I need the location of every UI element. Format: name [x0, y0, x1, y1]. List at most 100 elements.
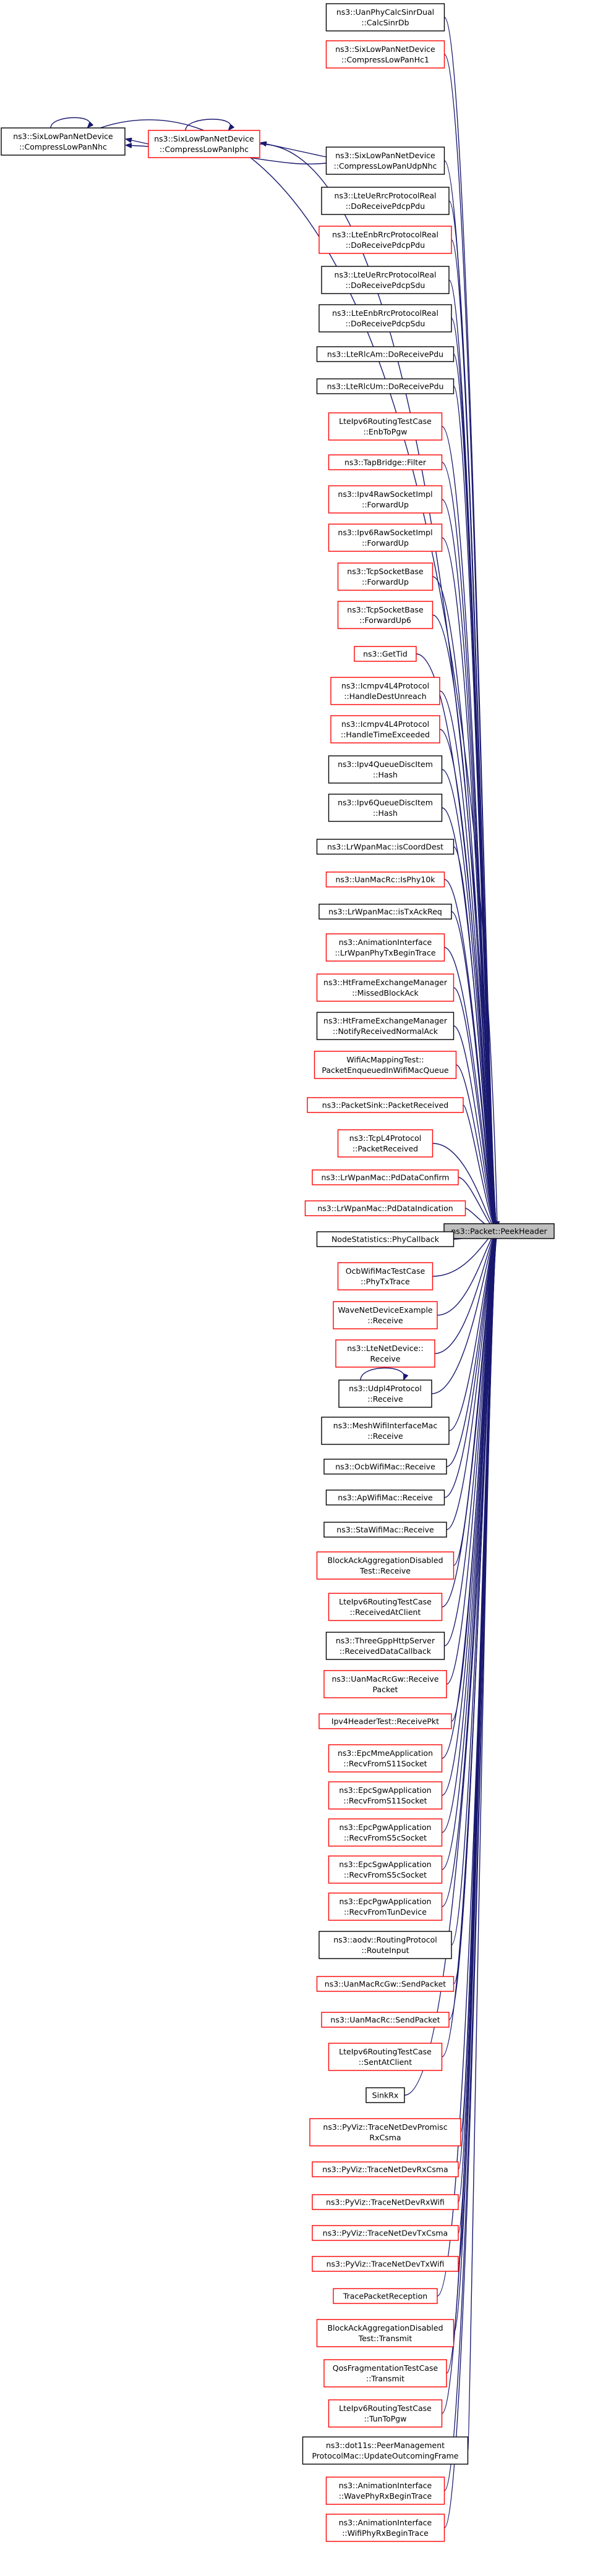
caller-node-61[interactable]: ns3::PyViz::TraceNetDevTxWifi: [312, 2256, 459, 2272]
caller-node-64[interactable]: QosFragmentationTestCase::Transmit: [323, 2359, 447, 2387]
node-label: ::DoReceivePdcpPdu: [346, 240, 425, 250]
node-box: [312, 2194, 459, 2210]
node-label: ns3::aodv::RoutingProtocol: [333, 1935, 437, 1944]
caller-node-5[interactable]: ns3::LteUeRrcProtocolReal::DoReceivePdcp…: [321, 187, 450, 215]
caller-node-59[interactable]: ns3::PyViz::TraceNetDevRxWifi: [312, 2194, 459, 2210]
caller-node-19[interactable]: ns3::Icmpv4L4Protocol::HandleTimeExceede…: [330, 715, 440, 744]
caller-node-67[interactable]: ns3::AnimationInterface::WavePhyRxBeginT…: [325, 2476, 445, 2505]
node-box: [318, 1931, 452, 1959]
caller-node-62[interactable]: TracePacketReception: [333, 2288, 438, 2304]
caller-node-49[interactable]: ns3::EpcPgwApplication::RecvFromS5cSocke…: [328, 1818, 443, 1847]
caller-node-34[interactable]: OcbWifiMacTestCase::PhyTxTrace: [337, 1262, 434, 1290]
node-box: [323, 1459, 447, 1475]
caller-node-4[interactable]: ns3::SixLowPanNetDevice::CompressLowPanU…: [325, 146, 445, 175]
caller-node-18[interactable]: ns3::Icmpv4L4Protocol::HandleDestUnreach: [330, 677, 440, 705]
caller-node-36[interactable]: ns3::LteNetDevice::Receive: [335, 1339, 435, 1368]
caller-node-22[interactable]: ns3::LrWpanMac::isCoordDest: [316, 839, 455, 855]
caller-node-43[interactable]: LteIpv6RoutingTestCase::ReceivedAtClient: [328, 1593, 443, 1621]
node-box: [312, 2225, 459, 2241]
caller-node-66[interactable]: ns3::dot11s::PeerManagementProtocolMac::…: [302, 2436, 469, 2465]
node-label: ns3::Packet::PeekHeader: [451, 1227, 547, 1236]
caller-node-11[interactable]: LteIpv6RoutingTestCase::EnbToPgw: [328, 412, 443, 441]
caller-node-1[interactable]: ns3::SixLowPanNetDevice::CompressLowPanH…: [325, 40, 445, 69]
caller-node-60[interactable]: ns3::PyViz::TraceNetDevTxCsma: [312, 2225, 459, 2241]
caller-node-30[interactable]: ns3::TcpL4Protocol::PacketReceived: [337, 1129, 434, 1158]
caller-node-13[interactable]: ns3::Ipv4RawSocketImpl::ForwardUp: [328, 485, 443, 514]
caller-node-17[interactable]: ns3::GetTid: [354, 646, 417, 662]
node-box: [328, 1855, 443, 1884]
caller-node-65[interactable]: LteIpv6RoutingTestCase::TunToPgw: [328, 2399, 443, 2428]
caller-node-6[interactable]: ns3::LteEnbRrcProtocolReal::DoReceivePdc…: [318, 226, 452, 254]
node-label: SinkRx: [372, 2091, 399, 2100]
caller-node-24[interactable]: ns3::LrWpanMac::isTxAckReq: [318, 904, 452, 920]
caller-node-54[interactable]: ns3::UanMacRc::SendPacket: [321, 2012, 450, 2028]
caller-node-48[interactable]: ns3::EpcSgwApplication::RecvFromS11Socke…: [328, 1781, 443, 1810]
caller-node-0[interactable]: ns3::UanPhyCalcSinrDual::CalcSinrDb: [325, 3, 445, 32]
caller-node-47[interactable]: ns3::EpcMmeApplication::RecvFromS11Socke…: [328, 1744, 443, 1773]
caller-node-27[interactable]: ns3::HtFrameExchangeManager::NotifyRecei…: [316, 1012, 455, 1040]
caller-node-37[interactable]: ns3::Udpl4Protocol::Receive: [338, 1379, 432, 1408]
caller-node-53[interactable]: ns3::UanMacRcGw::SendPacket: [316, 1976, 455, 1992]
caller-node-20[interactable]: ns3::Ipv4QueueDiscItem::Hash: [328, 755, 443, 784]
node-box: [316, 973, 455, 1002]
node-box: [323, 2359, 447, 2387]
caller-node-58[interactable]: ns3::PyViz::TraceNetDevRxCsma: [312, 2161, 459, 2177]
node-box: [333, 2288, 438, 2304]
caller-node-40[interactable]: ns3::ApWifiMac::Receive: [325, 1489, 445, 1506]
node-label: ns3::EpcSgwApplication: [339, 1860, 431, 1869]
caller-node-16[interactable]: ns3::TcpSocketBase::ForwardUp6: [337, 601, 434, 629]
caller-node-26[interactable]: ns3::HtFrameExchangeManager::MissedBlock…: [316, 973, 455, 1002]
caller-node-8[interactable]: ns3::LteEnbRrcProtocolReal::DoReceivePdc…: [318, 304, 452, 333]
caller-node-15[interactable]: ns3::TcpSocketBase::ForwardUp: [337, 562, 434, 591]
node-label: ns3::PyViz::TraceNetDevRxWifi: [326, 2198, 445, 2207]
node-label: ::HandleDestUnreach: [344, 692, 426, 701]
node-label: ns3::UanMacRcGw::SendPacket: [325, 1980, 446, 1989]
node-label: ns3::EpcMmeApplication: [338, 1748, 433, 1758]
node-label: ns3::EpcSgwApplication: [339, 1786, 431, 1795]
caller-node-3[interactable]: ns3::SixLowPanNetDevice::CompressLowPanI…: [148, 130, 260, 158]
caller-node-46[interactable]: Ipv4HeaderTest::ReceivePkt: [318, 1713, 452, 1729]
caller-node-33[interactable]: NodeStatistics::PhyCallback: [316, 1231, 455, 1247]
caller-node-12[interactable]: ns3::TapBridge::Filter: [328, 454, 443, 470]
caller-node-51[interactable]: ns3::EpcPgwApplication::RecvFromTunDevic…: [328, 1892, 443, 1921]
caller-node-35[interactable]: WaveNetDeviceExample::Receive: [333, 1301, 438, 1329]
caller-node-21[interactable]: ns3::Ipv6QueueDiscItem::Hash: [328, 794, 443, 822]
caller-node-41[interactable]: ns3::StaWifiMac::Receive: [323, 1522, 447, 1538]
caller-node-9[interactable]: ns3::LteRlcAm::DoReceivePdu: [316, 346, 455, 362]
caller-node-31[interactable]: ns3::LrWpanMac::PdDataConfirm: [312, 1169, 459, 1185]
caller-node-39[interactable]: ns3::OcbWifiMac::Receive: [323, 1459, 447, 1475]
node-label: ns3::StaWifiMac::Receive: [336, 1525, 434, 1535]
target-node-packet-peekheader[interactable]: ns3::Packet::PeekHeader: [443, 1223, 555, 1239]
caller-node-32[interactable]: ns3::LrWpanMac::PdDataIndication: [304, 1200, 466, 1216]
caller-node-63[interactable]: BlockAckAggregationDisabledTest::Transmi…: [316, 2319, 455, 2347]
caller-node-10[interactable]: ns3::LteRlcUm::DoReceivePdu: [316, 378, 455, 394]
node-label: ::ReceivedDataCallback: [340, 1646, 432, 1656]
caller-node-14[interactable]: ns3::Ipv6RawSocketImpl::ForwardUp: [328, 523, 443, 552]
node-label: ::ReceivedAtClient: [350, 1608, 421, 1617]
edge-48: [442, 1233, 498, 1796]
caller-node-2[interactable]: ns3::SixLowPanNetDevice::CompressLowPanN…: [1, 127, 126, 156]
node-box: [316, 1551, 455, 1580]
node-label: LteIpv6RoutingTestCase: [339, 1597, 432, 1606]
caller-node-28[interactable]: WifiAcMappingTest::PacketEnqueuedInWifiM…: [314, 1051, 457, 1079]
node-label: ::Transmit: [366, 2374, 404, 2383]
caller-node-56[interactable]: SinkRx: [365, 2087, 405, 2103]
caller-node-25[interactable]: ns3::AnimationInterface::LrWpanPhyTxBegi…: [325, 933, 445, 962]
node-box: [335, 1339, 435, 1368]
caller-node-52[interactable]: ns3::aodv::RoutingProtocol::RouteInput: [318, 1931, 452, 1959]
caller-node-44[interactable]: ns3::ThreeGppHttpServer::ReceivedDataCal…: [325, 1632, 445, 1660]
caller-node-23[interactable]: ns3::UanMacRc::IsPhy10k: [325, 871, 445, 888]
caller-node-29[interactable]: ns3::PacketSink::PacketReceived: [307, 1097, 464, 1113]
caller-node-38[interactable]: ns3::MeshWifiInterfaceMac::Receive: [321, 1417, 450, 1445]
caller-node-7[interactable]: ns3::LteUeRrcProtocolReal::DoReceivePdcp…: [321, 266, 450, 294]
node-label: ::CompressLowPanHc1: [341, 55, 429, 64]
caller-node-50[interactable]: ns3::EpcSgwApplication::RecvFromS5cSocke…: [328, 1855, 443, 1884]
caller-node-68[interactable]: ns3::AnimationInterface::WifiPhyRxBeginT…: [325, 2514, 445, 2542]
caller-node-55[interactable]: LteIpv6RoutingTestCase::SentAtClient: [328, 2043, 443, 2071]
node-box: [328, 523, 443, 552]
node-label: ns3::OcbWifiMac::Receive: [335, 1462, 435, 1472]
node-box: [443, 1223, 555, 1239]
